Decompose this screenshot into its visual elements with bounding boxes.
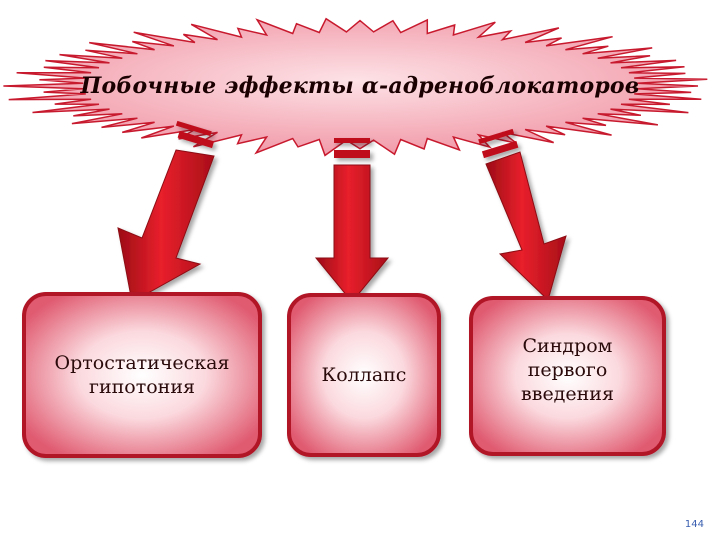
box-orthostatic-hypotension	[22, 292, 262, 458]
box-label-orthostatic-hypotension: Ортостатическая гипотония	[54, 351, 230, 398]
box-collapse	[287, 293, 441, 457]
title-starburst	[3, 17, 708, 157]
arrow-right	[478, 128, 567, 301]
diagram-title: Побочные эффекты α-адреноблокаторов	[80, 73, 640, 99]
arrow-center	[314, 138, 390, 303]
box-label-collapse: Коллапс	[321, 363, 407, 386]
arrow-left	[117, 120, 215, 303]
box-label-first-dose-syndrome: Синдром первого введения	[521, 334, 614, 406]
box-first-dose-syndrome	[469, 296, 666, 456]
slide-number: 144	[684, 519, 704, 530]
